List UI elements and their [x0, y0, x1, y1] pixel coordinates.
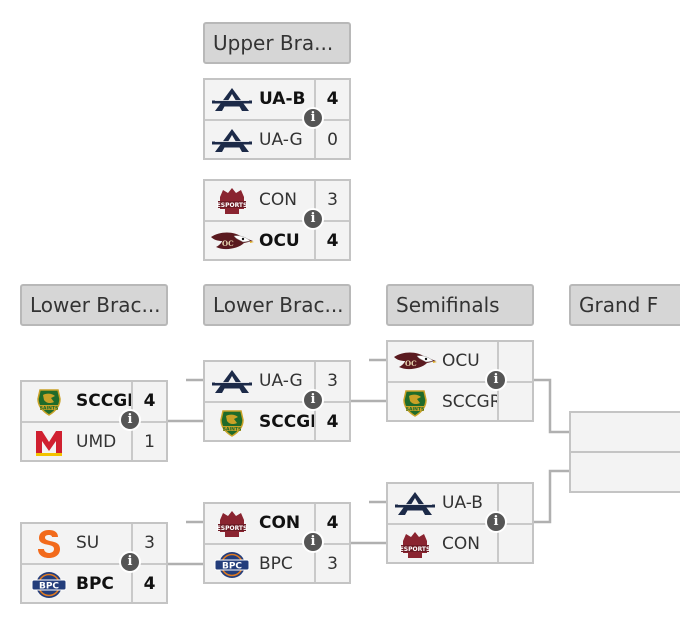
umd-logo-icon	[27, 427, 71, 458]
round-header-grand-final[interactable]: Grand F	[569, 284, 680, 326]
svg-text:BPC: BPC	[39, 581, 59, 591]
team-row[interactable]: BPC BPC 4	[22, 563, 166, 602]
bpc-logo-icon: BPC	[210, 549, 254, 580]
team-score	[497, 342, 532, 381]
con-esports-logo-icon: ESPORTS	[393, 529, 437, 560]
ua-logo-icon	[210, 366, 254, 397]
match-info-icon[interactable]: i	[302, 389, 324, 411]
ua-logo-icon	[210, 125, 254, 156]
team-score: 4	[314, 222, 349, 259]
team-row[interactable]: UA-G 3	[205, 362, 349, 401]
match-info-icon[interactable]: i	[119, 551, 141, 573]
ua-logo-icon	[393, 488, 437, 519]
team-score: 3	[314, 362, 349, 401]
team-score: 4	[314, 403, 349, 440]
team-row[interactable]: UA-B	[388, 484, 532, 523]
team-row[interactable]: SU 3	[22, 524, 166, 563]
team-name: CON	[442, 534, 480, 554]
svg-text:OC: OC	[405, 359, 417, 368]
team-score: 4	[314, 80, 349, 119]
sccgr-saints-logo-icon: SAINTS	[393, 387, 437, 418]
match-lb2a[interactable]: UA-G 3 SAINTS SCCGR4i	[203, 360, 351, 442]
team-row[interactable]: ESPORTS CON 4	[205, 504, 349, 543]
team-score: 3	[314, 181, 349, 220]
team-name: UA-B	[442, 493, 483, 513]
match-info-icon[interactable]: i	[119, 409, 141, 431]
grand-final-slot-1[interactable]	[569, 411, 680, 453]
team-row[interactable]: BPC BPC 3	[205, 543, 349, 582]
team-score: 1	[131, 423, 166, 460]
team-score: 4	[131, 382, 166, 421]
ocu-eagle-logo-icon: OC	[393, 346, 437, 377]
round-header-lower-round-1[interactable]: Lower Brac...	[20, 284, 168, 326]
bpc-logo-icon: BPC	[27, 569, 71, 600]
team-name: CON	[259, 190, 297, 210]
team-row[interactable]: SAINTS SCCGR4	[205, 401, 349, 440]
sccgr-saints-logo-icon: SAINTS	[210, 407, 254, 438]
ua-logo-icon	[210, 84, 254, 115]
round-header-lower-round-2[interactable]: Lower Brac...	[203, 284, 351, 326]
team-score	[497, 525, 532, 562]
team-name: UA-G	[259, 130, 303, 150]
team-name: UA-G	[259, 371, 303, 391]
team-score	[497, 383, 532, 420]
team-name: SU	[76, 533, 100, 553]
round-header-upper[interactable]: Upper Bra...	[203, 22, 351, 64]
match-info-icon[interactable]: i	[485, 511, 507, 533]
team-score: 3	[131, 524, 166, 563]
team-name: SCCGR	[76, 391, 131, 411]
team-name: OCU	[442, 351, 480, 371]
team-row[interactable]: UMD 1	[22, 421, 166, 460]
team-score	[497, 484, 532, 523]
team-row[interactable]: ESPORTS CON 3	[205, 181, 349, 220]
team-name: SCCGR	[442, 392, 497, 412]
team-name: OCU	[259, 231, 300, 251]
team-row[interactable]: ESPORTS CON	[388, 523, 532, 562]
con-esports-logo-icon: ESPORTS	[210, 185, 254, 216]
team-name: BPC	[76, 574, 114, 594]
svg-text:SAINTS: SAINTS	[223, 426, 241, 432]
sccgr-saints-logo-icon: SAINTS	[27, 386, 71, 417]
team-score: 0	[314, 121, 349, 158]
team-row[interactable]: OC OCU	[388, 342, 532, 381]
team-score: 4	[314, 504, 349, 543]
svg-text:BPC: BPC	[222, 561, 242, 571]
svg-text:ESPORTS: ESPORTS	[217, 202, 248, 209]
ocu-eagle-logo-icon: OC	[210, 226, 254, 257]
match-info-icon[interactable]: i	[302, 531, 324, 553]
team-name: CON	[259, 513, 301, 533]
svg-text:SAINTS: SAINTS	[40, 405, 58, 411]
team-name: UMD	[76, 432, 117, 452]
team-row[interactable]: UA-G 0	[205, 119, 349, 158]
svg-text:ESPORTS: ESPORTS	[400, 546, 431, 553]
con-esports-logo-icon: ESPORTS	[210, 508, 254, 539]
team-row[interactable]: SAINTS SCCGR	[388, 381, 532, 420]
team-score: 4	[131, 565, 166, 602]
su-logo-icon	[27, 528, 71, 559]
team-name: UA-B	[259, 89, 306, 109]
svg-text:OC: OC	[222, 239, 234, 248]
round-header-semifinals[interactable]: Semifinals	[386, 284, 534, 326]
team-name: BPC	[259, 554, 293, 574]
grand-final-slot-2[interactable]	[569, 451, 680, 493]
team-name: SCCGR	[259, 412, 314, 432]
match-lb1a[interactable]: SAINTS SCCGR4 UMD 1i	[20, 380, 168, 462]
svg-text:ESPORTS: ESPORTS	[217, 525, 248, 532]
match-info-icon[interactable]: i	[485, 369, 507, 391]
team-row[interactable]: OC OCU 4	[205, 220, 349, 259]
team-row[interactable]: UA-B 4	[205, 80, 349, 119]
team-score: 3	[314, 545, 349, 582]
match-info-icon[interactable]: i	[302, 107, 324, 129]
svg-text:SAINTS: SAINTS	[406, 406, 424, 412]
match-info-icon[interactable]: i	[302, 208, 324, 230]
team-row[interactable]: SAINTS SCCGR4	[22, 382, 166, 421]
